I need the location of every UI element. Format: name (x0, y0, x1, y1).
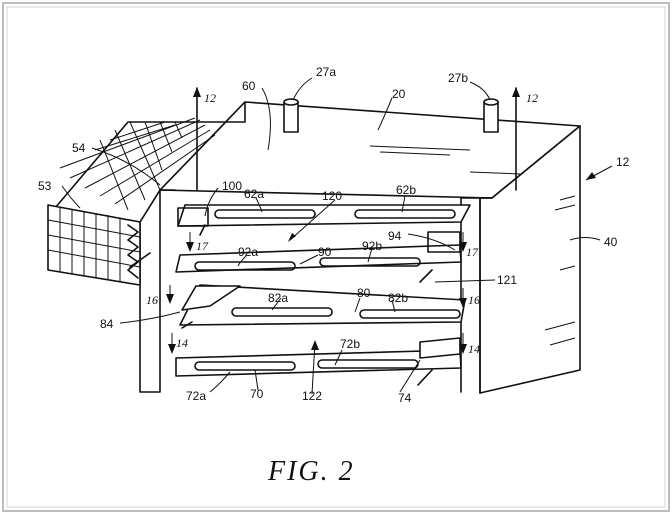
peg-27a (283, 98, 299, 133)
label-12: 12 (616, 155, 630, 169)
shelf-80 (179, 284, 466, 326)
slot-92a (194, 261, 296, 271)
peg-27b (483, 98, 499, 133)
section-arrow-12-right: 12 (512, 87, 538, 191)
svg-text:12: 12 (204, 91, 216, 105)
leader-lines (61, 77, 613, 395)
label-60: 60 (242, 79, 256, 93)
svg-text:17: 17 (196, 239, 209, 253)
label-92b: 92b (362, 239, 382, 253)
pins (129, 224, 433, 386)
slot-72a (194, 361, 296, 371)
slot-92b (319, 257, 421, 267)
label-121: 121 (497, 273, 517, 287)
reference-numerals: 27a 27b 60 20 54 53 12 100 62a 120 62b 9… (38, 65, 630, 405)
svg-text:14: 14 (176, 336, 188, 350)
svg-text:17: 17 (466, 245, 479, 259)
svg-text:14: 14 (468, 342, 480, 356)
grid-panel-53 (47, 204, 141, 286)
slot-62a (214, 209, 316, 219)
bracket-100 (177, 207, 209, 227)
label-72b: 72b (340, 337, 360, 351)
label-90: 90 (318, 245, 332, 259)
label-40: 40 (604, 235, 618, 249)
section-arrow-17-right: 17 (459, 232, 479, 259)
label-82b: 82b (388, 291, 408, 305)
label-62a: 62a (244, 187, 264, 201)
label-94: 94 (388, 229, 402, 243)
label-84: 84 (100, 317, 114, 331)
label-120: 120 (322, 189, 342, 203)
figure-inner-frame (6, 6, 666, 508)
label-62b: 62b (396, 183, 416, 197)
label-72a: 72a (186, 389, 206, 403)
section-arrow-16-right: 16 (459, 288, 480, 308)
section-arrow-12-left: 12 (193, 87, 216, 191)
slot-82b (359, 309, 461, 319)
label-92a: 92a (238, 245, 258, 259)
svg-text:16: 16 (146, 293, 158, 307)
svg-text:12: 12 (526, 91, 538, 105)
housing-right-panel (479, 125, 581, 394)
label-20: 20 (392, 87, 406, 101)
label-122: 122 (302, 389, 322, 403)
label-53: 53 (38, 179, 52, 193)
svg-text:16: 16 (468, 293, 480, 307)
label-74: 74 (398, 391, 412, 405)
label-82a: 82a (268, 291, 288, 305)
figure-caption: FIG. 2 (267, 456, 355, 487)
label-80: 80 (357, 286, 371, 300)
section-arrow-14-right: 14 (459, 333, 480, 356)
shelf-62 (177, 204, 471, 227)
label-27b: 27b (448, 71, 468, 85)
section-arrow-16-left: 16 (146, 285, 174, 307)
slot-82a (231, 307, 333, 317)
shelf-70 (175, 337, 462, 377)
label-54: 54 (72, 141, 86, 155)
slot-62b (354, 209, 456, 219)
label-70: 70 (250, 387, 264, 401)
section-arrow-17-left: 17 (186, 232, 209, 253)
label-100: 100 (222, 179, 242, 193)
label-27a: 27a (316, 65, 336, 79)
section-arrow-14-left: 14 (168, 333, 188, 354)
